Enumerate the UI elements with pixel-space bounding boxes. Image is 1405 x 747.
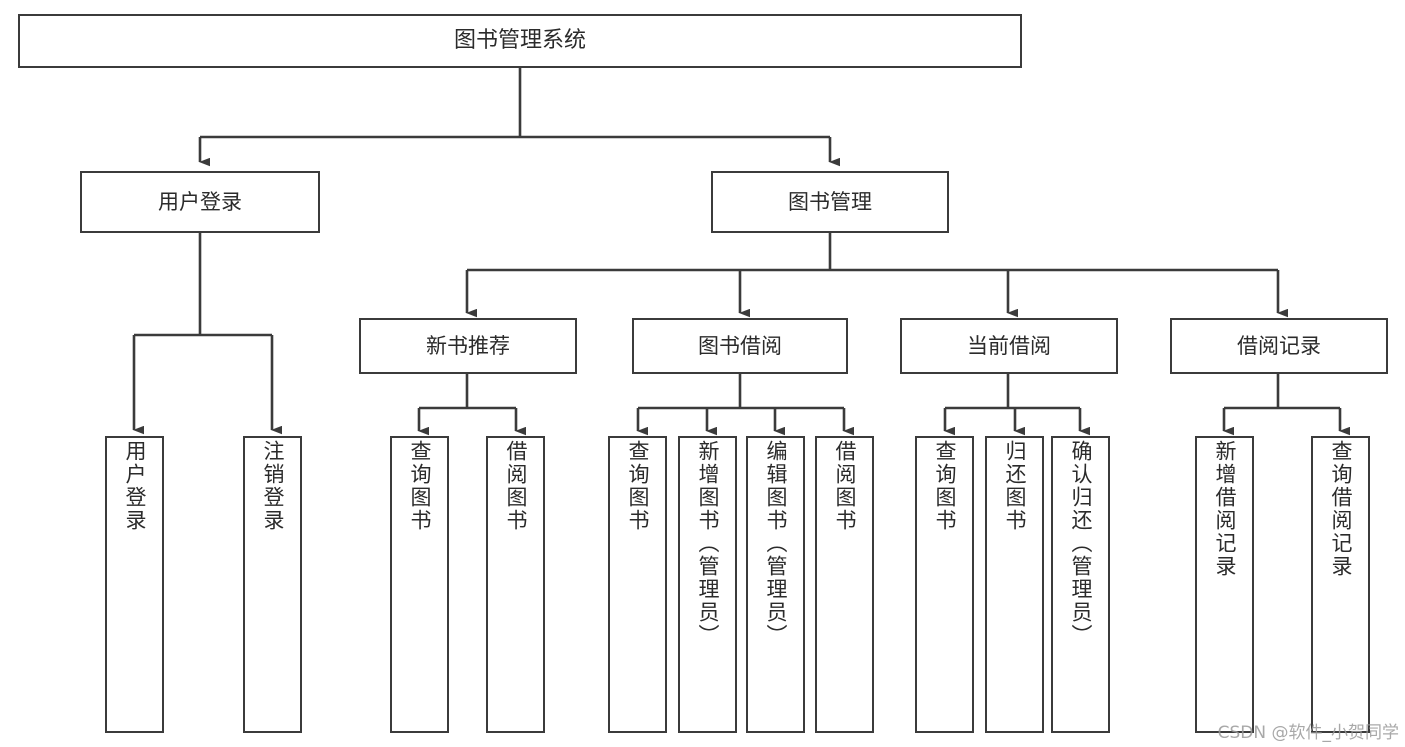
node-leaf-edit-book[interactable]: 编辑图书（管理员） bbox=[746, 436, 805, 733]
node-borrow-record-label: 借阅记录 bbox=[1237, 333, 1321, 358]
node-leaf-logout-label: 注销登录 bbox=[261, 440, 285, 532]
node-user-login[interactable]: 用户登录 bbox=[80, 171, 320, 233]
node-leaf-return-book[interactable]: 归还图书 bbox=[985, 436, 1044, 733]
node-leaf-query-book-2-label: 查询图书 bbox=[626, 440, 650, 532]
node-leaf-query-book-1[interactable]: 查询图书 bbox=[390, 436, 449, 733]
node-root-label: 图书管理系统 bbox=[453, 28, 586, 54]
node-book-manage[interactable]: 图书管理 bbox=[711, 171, 949, 233]
node-leaf-confirm-return-label: 确认归还（管理员） bbox=[1069, 440, 1093, 647]
node-leaf-return-book-label: 归还图书 bbox=[1003, 440, 1027, 532]
node-user-login-label: 用户登录 bbox=[158, 189, 242, 214]
node-new-book-rec[interactable]: 新书推荐 bbox=[359, 318, 577, 374]
node-leaf-query-book-1-label: 查询图书 bbox=[408, 440, 432, 532]
node-leaf-query-book-3-label: 查询图书 bbox=[933, 440, 957, 532]
node-leaf-confirm-return[interactable]: 确认归还（管理员） bbox=[1051, 436, 1110, 733]
node-leaf-add-book-label: 新增图书（管理员） bbox=[696, 440, 720, 647]
node-current-borrow[interactable]: 当前借阅 bbox=[900, 318, 1118, 374]
node-leaf-borrow-book-1-label: 借阅图书 bbox=[504, 440, 528, 532]
node-leaf-query-record[interactable]: 查询借阅记录 bbox=[1311, 436, 1370, 733]
node-borrow-record[interactable]: 借阅记录 bbox=[1170, 318, 1388, 374]
node-book-manage-label: 图书管理 bbox=[788, 189, 872, 214]
node-leaf-logout[interactable]: 注销登录 bbox=[243, 436, 302, 733]
node-current-borrow-label: 当前借阅 bbox=[967, 333, 1051, 358]
node-leaf-add-record-label: 新增借阅记录 bbox=[1213, 440, 1237, 578]
node-leaf-query-book-3[interactable]: 查询图书 bbox=[915, 436, 974, 733]
node-leaf-query-record-label: 查询借阅记录 bbox=[1329, 440, 1353, 578]
csdn-watermark: CSDN @软件_小贺同学 bbox=[1217, 723, 1399, 743]
node-leaf-borrow-book-1[interactable]: 借阅图书 bbox=[486, 436, 545, 733]
node-leaf-edit-book-label: 编辑图书（管理员） bbox=[764, 440, 788, 647]
node-leaf-borrow-book-2[interactable]: 借阅图书 bbox=[815, 436, 874, 733]
node-leaf-user-login[interactable]: 用户登录 bbox=[105, 436, 164, 733]
node-leaf-user-login-label: 用户登录 bbox=[123, 440, 147, 532]
node-leaf-add-book[interactable]: 新增图书（管理员） bbox=[678, 436, 737, 733]
node-leaf-add-record[interactable]: 新增借阅记录 bbox=[1195, 436, 1254, 733]
node-book-borrow[interactable]: 图书借阅 bbox=[632, 318, 848, 374]
node-leaf-borrow-book-2-label: 借阅图书 bbox=[833, 440, 857, 532]
node-leaf-query-book-2[interactable]: 查询图书 bbox=[608, 436, 667, 733]
node-new-book-rec-label: 新书推荐 bbox=[426, 333, 510, 358]
node-root[interactable]: 图书管理系统 bbox=[18, 14, 1022, 68]
node-book-borrow-label: 图书借阅 bbox=[698, 333, 782, 358]
